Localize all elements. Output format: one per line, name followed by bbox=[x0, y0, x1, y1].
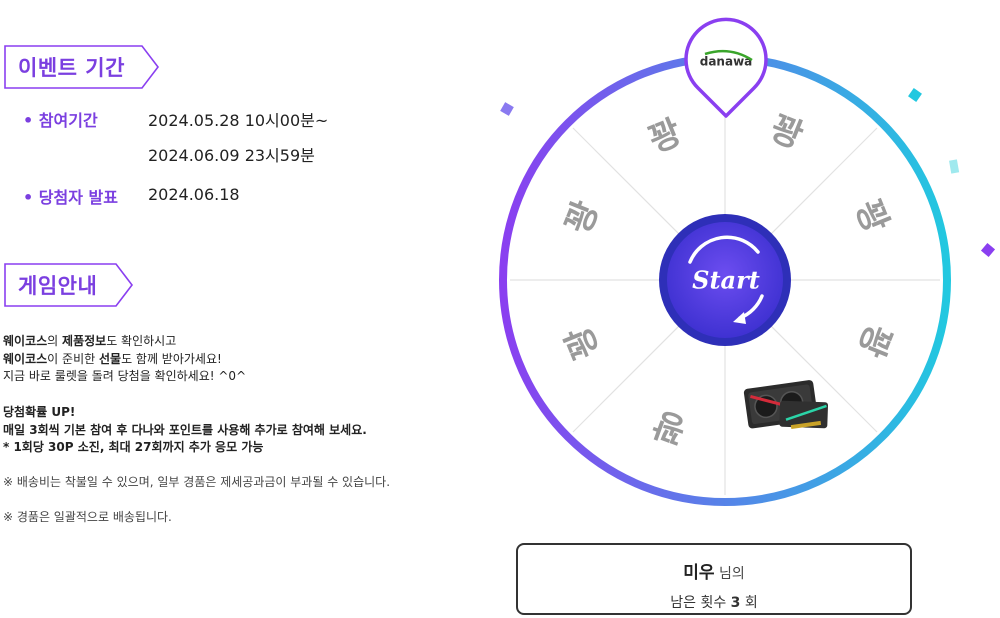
announce-label: • 당첨자 발표 bbox=[23, 188, 118, 207]
guide-line-1: 웨이코스의 제품정보도 확인하시고 bbox=[3, 334, 177, 348]
remaining-line: 남은 횟수 3 회 bbox=[670, 595, 758, 611]
user-suffix: 님의 bbox=[714, 566, 745, 582]
guide-bonus: 당첨확률 UP! 매일 3회씩 기본 참여 후 다나와 포인트를 사용해 추가로… bbox=[3, 404, 367, 457]
remaining-tries-box: 미우 님의 남은 횟수 3 회 bbox=[516, 543, 912, 615]
guide-intro: 웨이코스의 제품정보도 확인하시고 웨이코스이 준비한 선물도 함께 받아가세요… bbox=[3, 333, 246, 386]
participation-start: 2024.05.28 10시00분~ bbox=[148, 111, 329, 130]
confetti-decoration bbox=[500, 88, 996, 258]
bonus-line-1: 매일 3회씩 기본 참여 후 다나와 포인트를 사용해 추가로 참여해 보세요. bbox=[3, 422, 367, 437]
remaining-count: 3 bbox=[730, 595, 741, 611]
user-line: 미우 님의 bbox=[518, 558, 910, 583]
guide-line-3: 지금 바로 룰렛을 돌려 당첨을 확인하세요! ^0^ bbox=[3, 369, 247, 383]
bonus-title: 당첨확률 UP! bbox=[3, 405, 76, 419]
note-shipping: ※ 배송비는 착불일 수 있으며, 일부 경품은 제세공과금이 부과될 수 있습… bbox=[3, 475, 391, 489]
participation-end: 2024.06.09 23시59분 bbox=[148, 146, 315, 165]
bonus-line-2: * 1회당 30P 소진, 최대 27회까지 추가 응모 가능 bbox=[3, 440, 264, 454]
game-guide-title: 게임안내 bbox=[18, 274, 98, 298]
user-name: 미우 bbox=[683, 563, 715, 583]
guide-line-2: 웨이코스이 준비한 선물도 함께 받아가세요! bbox=[3, 351, 222, 366]
danawa-logo: danawa bbox=[700, 55, 753, 69]
start-button[interactable]: Start bbox=[659, 214, 791, 346]
game-guide-header: 게임안내 bbox=[4, 262, 434, 307]
participation-label: • 참여기간 bbox=[23, 111, 98, 130]
roulette-wheel: 꽝 꽝 꽝 꽝 꽝 꽝 꽝 Start danawa bbox=[499, 17, 996, 506]
pointer-pin: danawa bbox=[684, 17, 768, 118]
note-delivery: ※ 경품은 일괄적으로 배송됩니다. bbox=[3, 510, 172, 524]
event-period-title: 이벤트 기간 bbox=[18, 56, 125, 80]
graphics-card-prize-image bbox=[743, 380, 829, 430]
announce-date: 2024.06.18 bbox=[148, 185, 240, 204]
header-frame bbox=[4, 45, 434, 89]
start-label: Start bbox=[692, 266, 760, 295]
header-frame bbox=[4, 263, 434, 307]
event-period-header: 이벤트 기간 bbox=[4, 44, 434, 89]
